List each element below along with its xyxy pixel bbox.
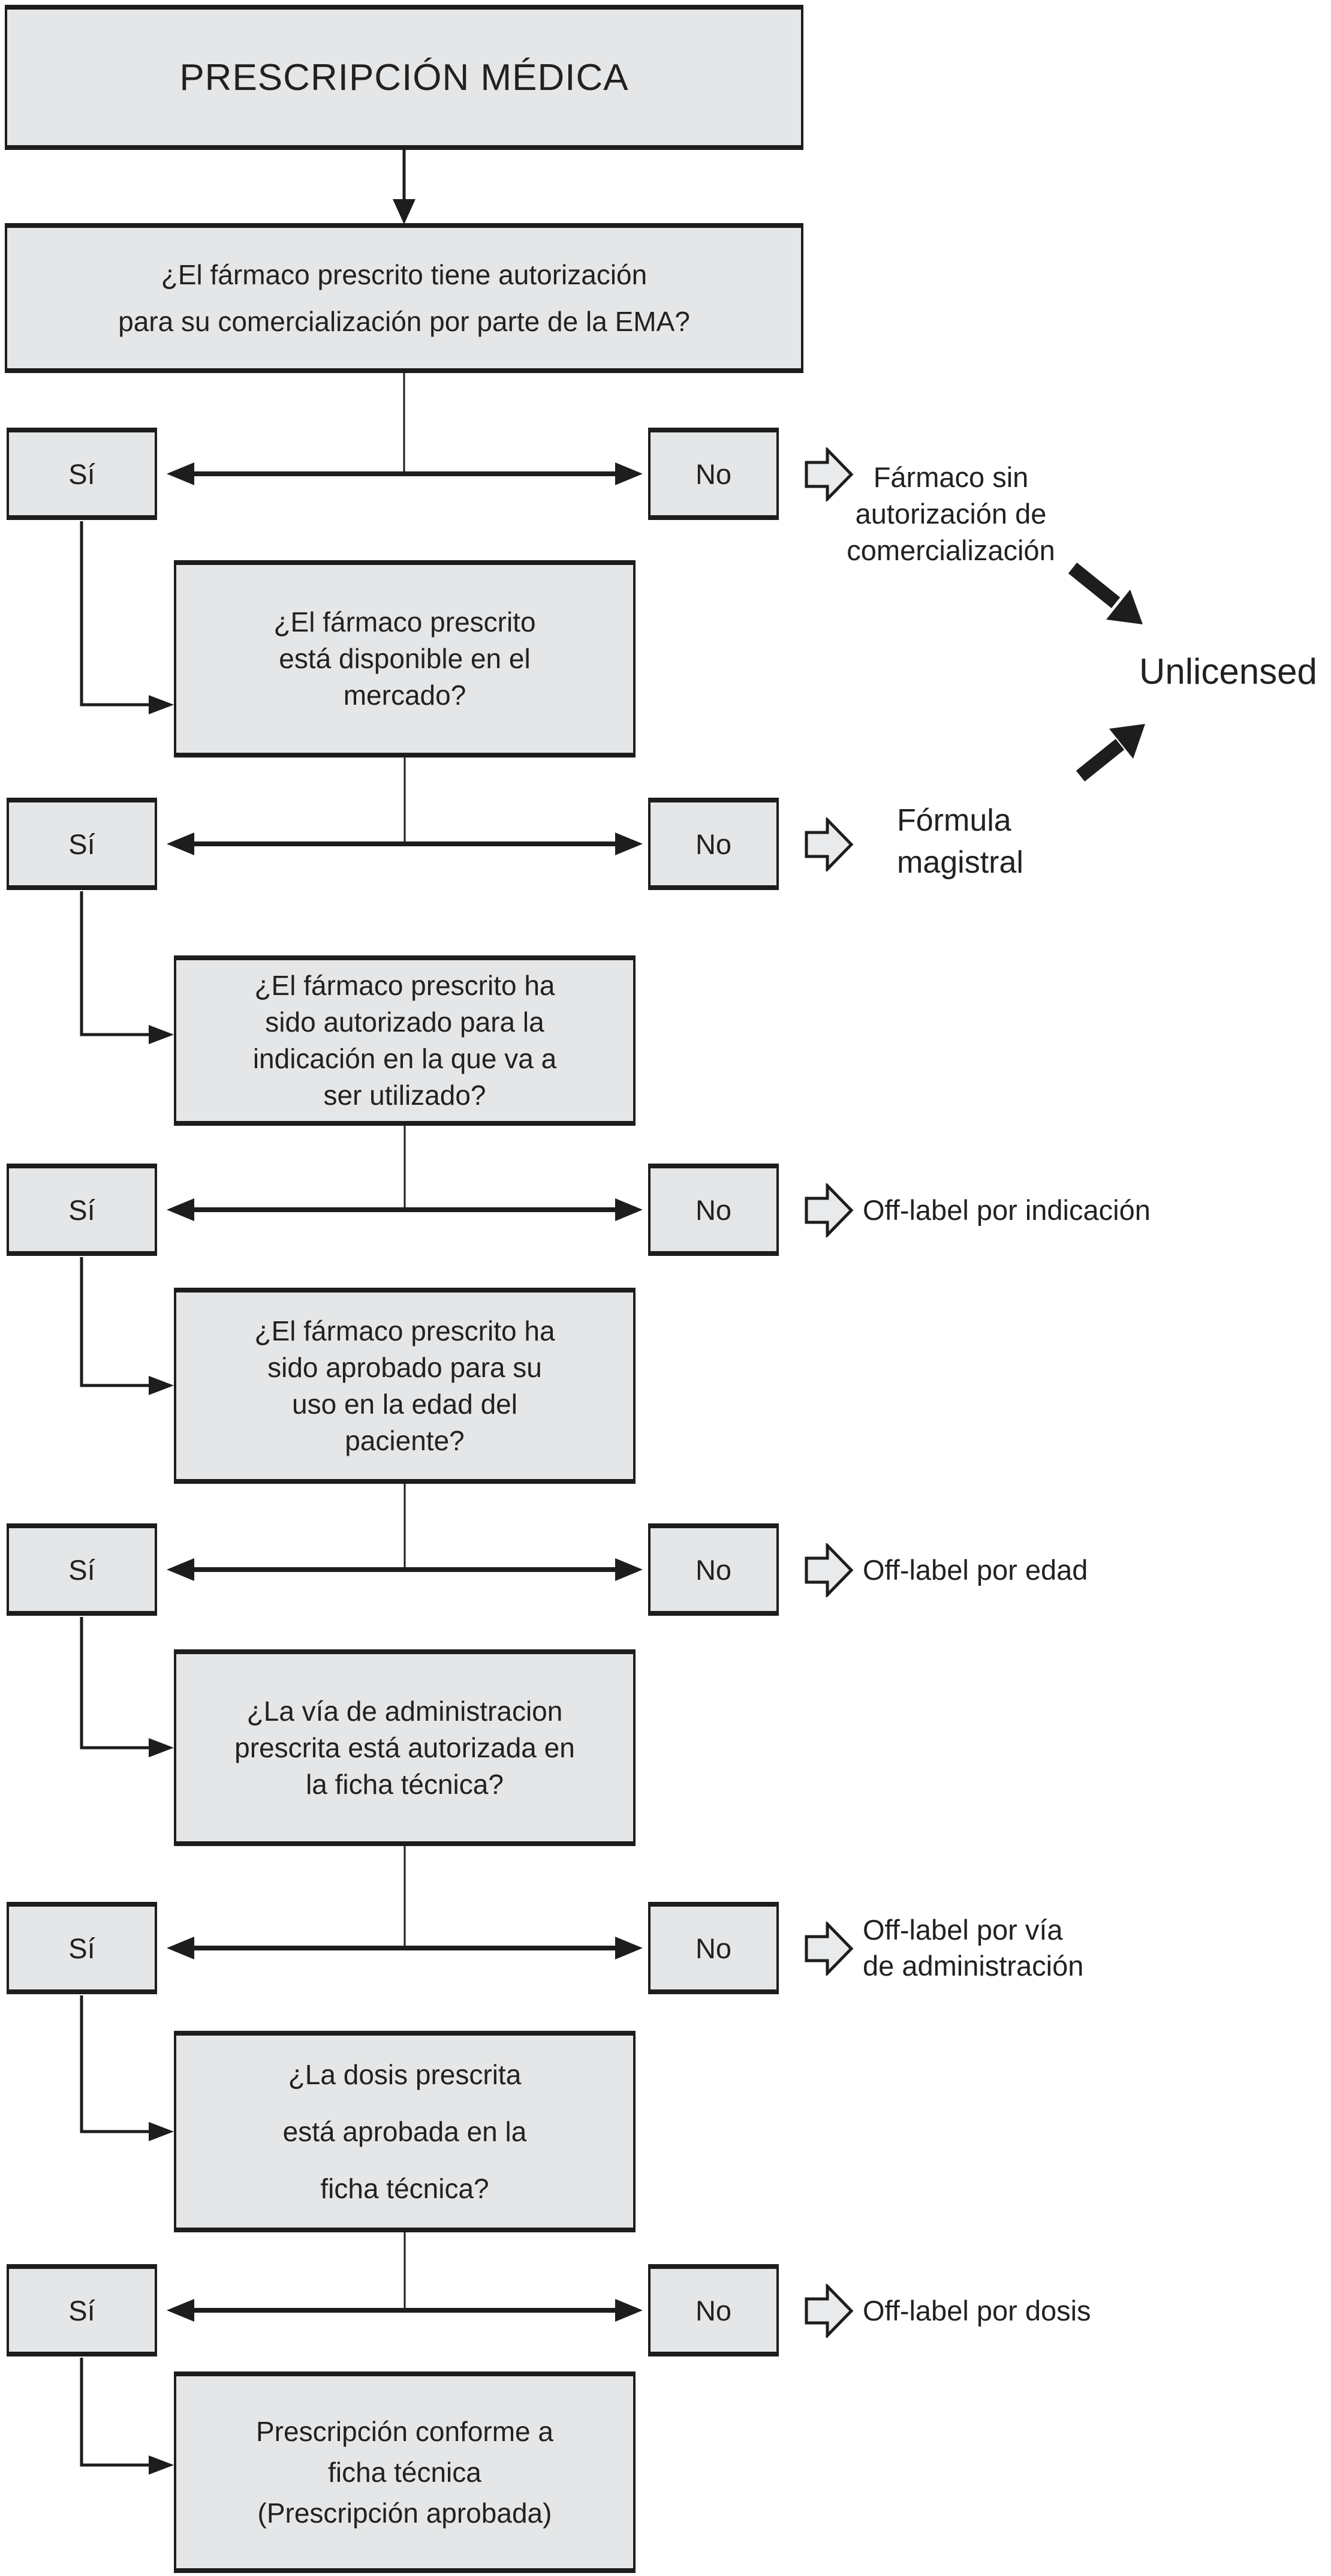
- branch-yes-3: [80, 1257, 174, 1395]
- no-label: No: [695, 1553, 732, 1586]
- decision-no-1: No: [648, 428, 779, 520]
- no-label: No: [695, 1932, 732, 1964]
- node-title: PRESCRIPCIÓN MÉDICA: [5, 5, 803, 150]
- question-indication-text: ¿El fármaco prescrito ha sido autorizado…: [252, 970, 557, 1111]
- node-approved-prescription: Prescripción conforme a ficha técnica (P…: [174, 2371, 636, 2573]
- node-question-market: ¿El fármaco prescrito está disponible en…: [174, 560, 636, 758]
- decision-no-3: No: [648, 1164, 779, 1256]
- decision-yes-5: Sí: [7, 1902, 157, 1994]
- outcome-label-magistral-formula: Fórmula magistral: [897, 803, 1023, 880]
- outcome-arrow-icon-3: [805, 1182, 854, 1239]
- connector-q1-row1: [167, 373, 643, 485]
- outcome-label-off-label-indication: Off-label por indicación: [863, 1194, 1151, 1226]
- node-question-age: ¿El fármaco prescrito ha sido aprobado p…: [174, 1288, 636, 1484]
- yes-label: Sí: [68, 2294, 95, 2326]
- outcome-arrow-icon-5: [805, 1920, 854, 1977]
- question-ema-text: ¿El fármaco prescrito tiene autorización…: [118, 259, 690, 337]
- approved-prescription-text: Prescripción conforme a ficha técnica (P…: [256, 2416, 553, 2529]
- outcome-label-off-label-age: Off-label por edad: [863, 1554, 1088, 1586]
- question-dose-text: ¿La dosis prescrita está aprobada en la …: [282, 2058, 527, 2204]
- yes-label: Sí: [68, 828, 95, 860]
- yes-label: Sí: [68, 1932, 95, 1964]
- decision-yes-3: Sí: [7, 1164, 157, 1256]
- outcome-label-off-label-route: Off-label por vía de administración: [863, 1914, 1084, 1982]
- branch-yes-1: [80, 521, 174, 714]
- no-label: No: [695, 2294, 732, 2326]
- connector-q3-row3: [167, 1126, 643, 1221]
- node-question-indication: ¿El fármaco prescrito ha sido autorizado…: [174, 955, 636, 1126]
- decision-yes-1: Sí: [7, 428, 157, 520]
- no-label: No: [695, 458, 732, 490]
- decision-yes-2: Sí: [7, 798, 157, 890]
- outcome-arrow-icon-6: [805, 2282, 854, 2340]
- branch-yes-6: [80, 2358, 174, 2475]
- no-label: No: [695, 828, 732, 860]
- connector-q4-row4: [167, 1484, 643, 1581]
- node-question-route: ¿La vía de administracion prescrita está…: [174, 1649, 636, 1846]
- connector-q6-row6: [167, 2232, 643, 2322]
- unlicensed-arrow-from-no-authorization: [1068, 563, 1143, 624]
- node-question-dose: ¿La dosis prescrita está aprobada en la …: [174, 2031, 636, 2232]
- page-title: PRESCRIPCIÓN MÉDICA: [179, 56, 629, 98]
- node-question-ema: ¿El fármaco prescrito tiene autorización…: [5, 223, 803, 373]
- outcome-arrow-icon-1: [805, 446, 854, 503]
- unlicensed-arrow-from-magistral-formula: [1076, 724, 1145, 781]
- decision-no-6: No: [648, 2264, 779, 2356]
- decision-no-5: No: [648, 1902, 779, 1994]
- yes-label: Sí: [68, 1194, 95, 1226]
- yes-label: Sí: [68, 458, 95, 490]
- decision-no-2: No: [648, 798, 779, 890]
- outcome-label-unlicensed: Unlicensed: [1139, 651, 1317, 692]
- outcome-arrow-icon-4: [805, 1541, 854, 1599]
- branch-yes-2: [80, 891, 174, 1044]
- question-age-text: ¿El fármaco prescrito ha sido aprobado p…: [254, 1315, 555, 1456]
- question-route-text: ¿La vía de administracion prescrita está…: [234, 1695, 575, 1800]
- branch-yes-4: [80, 1617, 174, 1757]
- decision-yes-4: Sí: [7, 1523, 157, 1616]
- decision-no-4: No: [648, 1523, 779, 1616]
- outcome-label-no-authorization: Fármaco sin autorización de comercializa…: [847, 461, 1055, 566]
- branch-yes-5: [80, 1995, 174, 2141]
- outcome-arrow-icon-2: [805, 816, 854, 873]
- question-market-text: ¿El fármaco prescrito está disponible en…: [273, 606, 536, 711]
- outcome-label-off-label-dose: Off-label por dosis: [863, 2295, 1091, 2326]
- connector-q2-row2: [167, 758, 643, 855]
- no-label: No: [695, 1194, 732, 1226]
- arrow-title-to-q1: [393, 150, 415, 224]
- yes-label: Sí: [68, 1553, 95, 1586]
- decision-yes-6: Sí: [7, 2264, 157, 2356]
- connector-q5-row5: [167, 1846, 643, 1959]
